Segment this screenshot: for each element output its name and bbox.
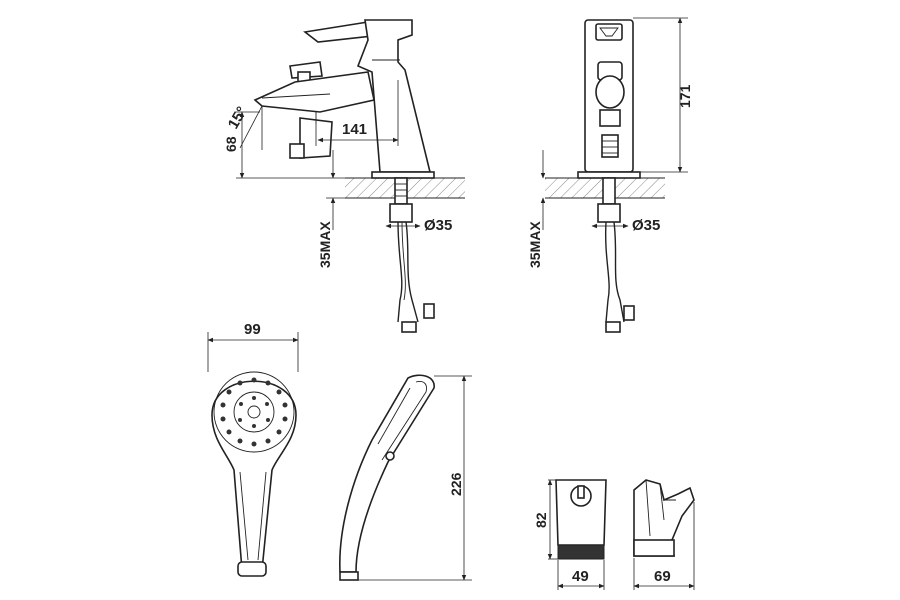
spray-face (213, 371, 295, 453)
shower-side-outline (339, 374, 435, 573)
holder-front-width-label: 49 (572, 568, 589, 585)
nozzle-dots (220, 377, 288, 447)
angle-label: 15° (225, 104, 251, 132)
spout-height-label: 68 (223, 136, 239, 152)
faucet-front-view: 171 35MAX Ø35 (527, 17, 693, 333)
hole-diameter-label-left: Ø35 (424, 217, 452, 234)
faucet-body (356, 19, 432, 173)
holder-height-label: 82 (533, 512, 549, 528)
shower-head-front-view: 99 (207, 321, 299, 577)
mount-max-label-left: 35MAX (317, 221, 333, 268)
supply-hose (397, 221, 419, 323)
total-height-label: 171 (677, 84, 693, 108)
hole-diameter-label-right: Ø35 (632, 217, 660, 234)
faucet-lever (303, 21, 374, 43)
holder-base-dark (557, 544, 605, 560)
mount-max-label-right: 35MAX (527, 221, 543, 268)
holder-side-width-label: 69 (654, 568, 671, 585)
shower-head-side-view: 226 (339, 374, 472, 581)
faucet-side-view: 15° 141 68 35MAX Ø35 (223, 19, 465, 333)
head-width-label: 99 (244, 321, 261, 338)
shower-length-label: 226 (448, 472, 464, 496)
holder-side-view: 69 (633, 479, 695, 590)
spout-length-label: 141 (342, 121, 367, 138)
holder-front-view: 82 49 (533, 479, 607, 590)
shower-handle-outline (211, 380, 297, 571)
faucet-spout (253, 71, 375, 113)
